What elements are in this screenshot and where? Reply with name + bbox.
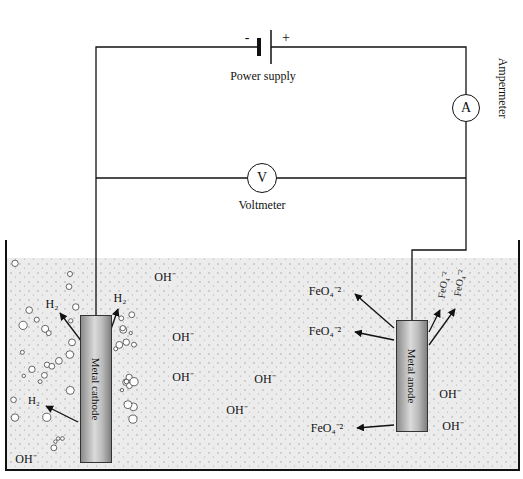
electrode-label: Metal anode xyxy=(406,349,418,404)
part-name: Voltmeter xyxy=(237,199,286,212)
cathode-electrode: Metal cathode xyxy=(80,315,112,463)
ion-label: FeO₄⁻² xyxy=(308,285,342,298)
ion-label: OH⁻ xyxy=(225,404,248,417)
ion-label: OH⁻ xyxy=(438,388,461,401)
part-name: Power supply xyxy=(229,70,297,83)
wire xyxy=(96,47,257,315)
meter-letter: A xyxy=(461,100,471,116)
wire xyxy=(271,47,466,94)
electrode-label: Metal cathode xyxy=(90,358,102,421)
battery-positive-plate xyxy=(270,30,272,64)
ion-label: OH⁻ xyxy=(171,371,194,384)
voltmeter-symbol: V xyxy=(247,163,277,193)
wire xyxy=(277,177,466,178)
gas-label: H₂ xyxy=(113,292,128,305)
anode-electrode: Metal anode xyxy=(396,320,428,432)
ion-label: OH⁻ xyxy=(253,373,276,386)
ion-label: OH⁻ xyxy=(171,331,194,344)
wire xyxy=(96,177,247,178)
ion-label: OH⁻ xyxy=(441,420,464,433)
tank-wall xyxy=(6,240,519,470)
ion-label: FeO₄⁻² xyxy=(308,325,342,338)
hydrogen-bubbles xyxy=(11,260,138,451)
part-name: Ampermeter xyxy=(497,57,510,120)
ion-label: FeO₄⁻² xyxy=(310,422,344,435)
terminal-sign: + xyxy=(281,31,291,46)
ion-label: OH⁻ xyxy=(153,271,176,284)
ammeter-symbol: A xyxy=(452,94,480,122)
gas-label: H₂ xyxy=(45,298,60,311)
ion-label: OH⁻ xyxy=(14,453,37,466)
battery-negative-plate xyxy=(257,38,261,56)
gas-label: H₂ xyxy=(27,395,41,407)
meter-letter: V xyxy=(257,170,267,186)
terminal-sign: - xyxy=(244,31,251,46)
electrolyte xyxy=(6,258,519,470)
